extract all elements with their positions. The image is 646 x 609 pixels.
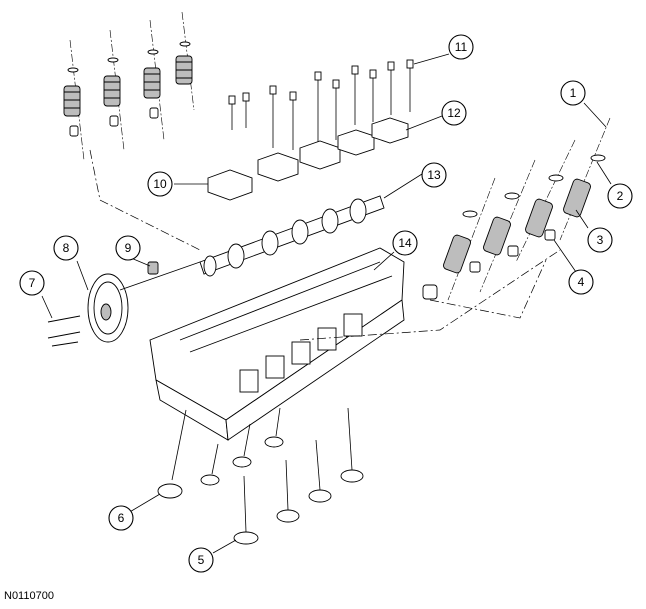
assembly-path-right bbox=[429, 259, 547, 319]
callout-2: 2 bbox=[607, 183, 633, 209]
sprocket-bolts bbox=[47, 315, 81, 347]
callout-3-number: 3 bbox=[597, 233, 604, 247]
cylinder-head bbox=[149, 247, 405, 441]
callout-leaders bbox=[41, 53, 612, 554]
callout-10-number: 10 bbox=[153, 177, 167, 191]
callout-11-number: 11 bbox=[455, 40, 468, 54]
callout-5: 5 bbox=[188, 547, 214, 573]
callout-10: 10 bbox=[147, 171, 173, 197]
upper-left-valve-spring-stacks bbox=[63, 11, 195, 161]
callout-6-number: 6 bbox=[118, 511, 125, 525]
callout-7-number: 7 bbox=[29, 276, 36, 290]
callout-5-number: 5 bbox=[198, 553, 205, 567]
right-valve-spring-stacks bbox=[422, 117, 611, 301]
callout-8-number: 8 bbox=[63, 241, 70, 255]
camshaft bbox=[199, 195, 385, 277]
callout-9-number: 9 bbox=[125, 241, 132, 255]
callout-3: 3 bbox=[587, 227, 613, 253]
camshaft-bearing-caps bbox=[207, 117, 409, 201]
callout-14-number: 14 bbox=[398, 236, 412, 250]
camshaft-cap-bolts bbox=[228, 59, 414, 150]
callout-13-number: 13 bbox=[427, 168, 441, 182]
callout-9: 9 bbox=[115, 235, 141, 261]
camshaft-sprocket bbox=[87, 261, 201, 343]
callout-12-number: 12 bbox=[447, 106, 461, 120]
valves bbox=[157, 407, 364, 545]
callout-8: 8 bbox=[53, 235, 79, 261]
callout-1-number: 1 bbox=[570, 86, 577, 100]
callout-1: 1 bbox=[560, 80, 586, 106]
callout-12: 12 bbox=[441, 100, 467, 126]
callout-13: 13 bbox=[421, 162, 447, 188]
callout-7: 7 bbox=[19, 270, 45, 296]
callout-11: 11 bbox=[448, 34, 474, 60]
assembly-path-center bbox=[299, 249, 561, 341]
callout-4-number: 4 bbox=[578, 275, 585, 289]
sprocket-spacer bbox=[147, 261, 159, 275]
figure-code: N0110700 bbox=[4, 590, 54, 602]
callout-4: 4 bbox=[568, 269, 594, 295]
callout-2-number: 2 bbox=[617, 189, 624, 203]
callout-14: 14 bbox=[392, 230, 418, 256]
callout-6: 6 bbox=[108, 505, 134, 531]
assembly-path-left bbox=[89, 149, 201, 251]
